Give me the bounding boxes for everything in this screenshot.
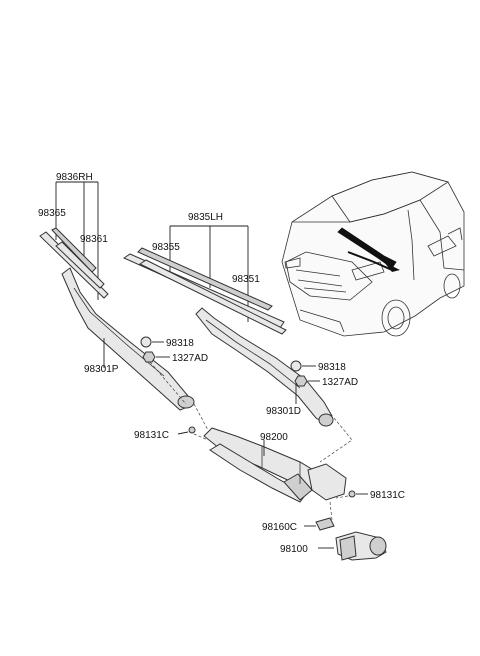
right-clip <box>335 490 368 499</box>
label-98318-left: 98318 <box>166 338 194 349</box>
left-cap-and-nut <box>140 336 187 405</box>
motor-bracket <box>304 501 335 531</box>
left-clip <box>177 426 209 441</box>
wiper-motor <box>318 531 387 561</box>
lh-blade-assembly <box>122 225 287 335</box>
right-cap-and-nut <box>290 360 353 463</box>
label-98318-right: 98318 <box>318 362 346 373</box>
label-98131c-left: 98131C <box>134 430 169 441</box>
driver-wiper-arm <box>195 307 334 427</box>
label-1327ad-left: 1327AD <box>172 353 208 364</box>
label-98361: 98361 <box>80 234 108 245</box>
label-98131c-right: 98131C <box>370 490 405 501</box>
label-98351: 98351 <box>232 274 260 285</box>
wiper-linkage <box>193 403 347 503</box>
label-98355: 98355 <box>152 242 180 253</box>
vehicle-illustration <box>281 171 465 337</box>
label-98160c: 98160C <box>262 522 297 533</box>
label-98365: 98365 <box>38 208 66 219</box>
label-98200: 98200 <box>260 432 288 443</box>
label-98100: 98100 <box>280 544 308 555</box>
rh-blade-assembly <box>39 181 109 300</box>
label-1327ad-right: 1327AD <box>322 377 358 388</box>
label-98301d: 98301D <box>266 406 301 417</box>
label-9835lh: 9835LH <box>188 212 223 223</box>
label-98301p: 98301P <box>84 364 119 375</box>
label-9836rh: 9836RH <box>56 172 93 183</box>
